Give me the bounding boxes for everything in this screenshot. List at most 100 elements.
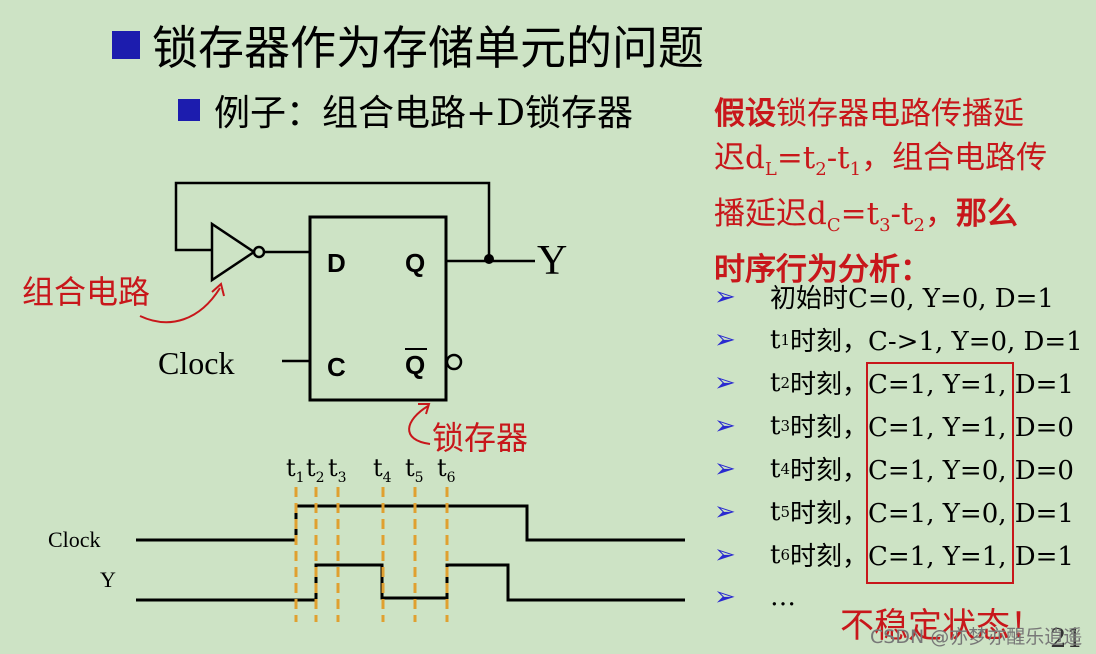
combo-arrowhead	[211, 282, 225, 297]
arrow-bullet-icon: ➢	[714, 582, 736, 612]
arrow-bullet-icon: ➢	[714, 367, 736, 398]
tick-t: t	[373, 454, 383, 482]
arrow-bullet-icon: ➢	[714, 410, 736, 441]
desc-text: -t	[890, 196, 914, 233]
bullet-sub: 1	[780, 330, 790, 349]
tick-sub: 3	[337, 469, 347, 486]
combo-arrow	[139, 287, 221, 324]
pin-qbar: Q	[405, 350, 425, 380]
desc-text: -t	[826, 140, 850, 176]
bullet-sub: 2	[780, 373, 790, 392]
subtitle: 例子：组合电路+D锁存器	[178, 84, 633, 136]
y-waveform	[136, 563, 685, 602]
tick-t: t	[286, 454, 296, 482]
page-number: 21	[1050, 624, 1084, 654]
inverter-icon	[210, 221, 257, 283]
feedback-wire	[174, 181, 491, 259]
arrow-bullet-icon: ➢	[714, 539, 736, 570]
desc-bold: 那么	[955, 196, 1018, 233]
bullet-sub: 4	[780, 459, 790, 478]
desc-text: 播延迟d	[714, 196, 827, 233]
bullet-sub: 3	[780, 416, 790, 435]
time-tick-label: t5	[405, 454, 424, 486]
latch-arrowhead	[418, 403, 431, 415]
desc-text: ，	[924, 196, 956, 233]
desc-bold: 假设	[714, 96, 776, 132]
bullet-text: 时刻，C=1, Y=1, D=1	[790, 542, 1074, 572]
tick-sub: 6	[446, 469, 456, 486]
desc-text: 锁存器电路传播延	[776, 96, 1024, 132]
tick-sub: 4	[382, 469, 392, 486]
desc-sub: 2	[913, 215, 925, 237]
description: 假设锁存器电路传播延 迟dL=t2-t1，组合电路传 播延迟dC=t3-t2，那…	[714, 92, 1084, 292]
latch-arrow	[408, 405, 431, 445]
time-tick-label: t6	[437, 454, 456, 486]
output-y: Y	[537, 238, 567, 284]
desc-sub: 1	[849, 159, 862, 181]
clock-label: Clock	[158, 345, 234, 381]
time-tick-label: t1	[286, 454, 305, 486]
bullet-text: 时刻，C->1, Y=0, D=1	[790, 327, 1083, 357]
pin-d: D	[327, 248, 346, 278]
bullet-square-icon	[112, 31, 140, 59]
pin-c: C	[327, 352, 346, 382]
latch-box	[308, 215, 448, 402]
state-highlight-box	[866, 362, 1014, 584]
latch-label: 锁存器	[432, 419, 528, 457]
bullet-t: t	[770, 410, 781, 441]
tick-sub: 1	[295, 469, 305, 486]
desc-sub: 2	[815, 159, 827, 181]
tick-t: t	[405, 454, 415, 482]
time-tick-label: t4	[373, 454, 392, 486]
desc-sub: C	[826, 215, 841, 237]
bullet-t: t	[770, 539, 781, 570]
circuit-diagram: D Q C Q Y Clock 组合电路 锁存器 Clock Y	[22, 181, 685, 622]
subtitle-text: 例子：组合电路+D锁存器	[214, 93, 634, 134]
junction-dot	[484, 254, 494, 264]
combo-label: 组合电路	[22, 273, 150, 311]
bullet-t: t	[770, 324, 781, 355]
bullet-square-icon	[178, 99, 200, 121]
slide-title: 锁存器作为存储单元的问题	[112, 12, 704, 78]
unstable-label: 不稳定状态！	[840, 606, 1044, 646]
tick-t: t	[437, 454, 447, 482]
tick-t: t	[328, 454, 338, 482]
tick-t: t	[306, 454, 316, 482]
qbar-bubble	[445, 353, 463, 371]
bullet-t: t	[770, 453, 781, 484]
time-tick-label: t3	[328, 454, 347, 486]
bullet-t: t	[770, 367, 781, 398]
bullet-item: ➢初始时C=0, Y=0, D=1	[714, 278, 1054, 315]
arrow-bullet-icon: ➢	[714, 324, 736, 355]
pin-q: Q	[405, 248, 425, 278]
clock-waveform	[136, 504, 685, 542]
desc-text: ，组合电路传	[861, 140, 1048, 176]
wave-y-label: Y	[100, 567, 116, 592]
arrow-bullet-icon: ➢	[714, 281, 736, 312]
desc-sub: 3	[879, 215, 891, 237]
desc-text: 迟d	[714, 140, 765, 176]
desc-sub: L	[764, 159, 777, 181]
desc-bold: 时序行为分析：	[714, 252, 931, 289]
bullet-text: 时刻，C=1, Y=0, D=0	[790, 456, 1074, 486]
time-markers	[294, 487, 449, 622]
bullet-sub: 5	[780, 502, 790, 521]
inverter-bubble	[252, 245, 266, 259]
time-tick-label: t2	[306, 454, 325, 486]
bullet-text: 时刻，C=1, Y=1, D=1	[790, 370, 1074, 400]
desc-text: =t	[776, 140, 816, 176]
bullet-text: 时刻，C=1, Y=0, D=1	[790, 499, 1074, 529]
tick-sub: 5	[414, 469, 424, 486]
tick-sub: 2	[315, 469, 325, 486]
bullet-sub: 6	[780, 545, 790, 564]
bullet-text: …	[770, 582, 796, 612]
bullet-item: ➢…	[714, 582, 796, 612]
watermark: CSDN @亦梦亦醒乐逍遥	[870, 626, 1083, 648]
bullet-t: t	[770, 496, 781, 527]
